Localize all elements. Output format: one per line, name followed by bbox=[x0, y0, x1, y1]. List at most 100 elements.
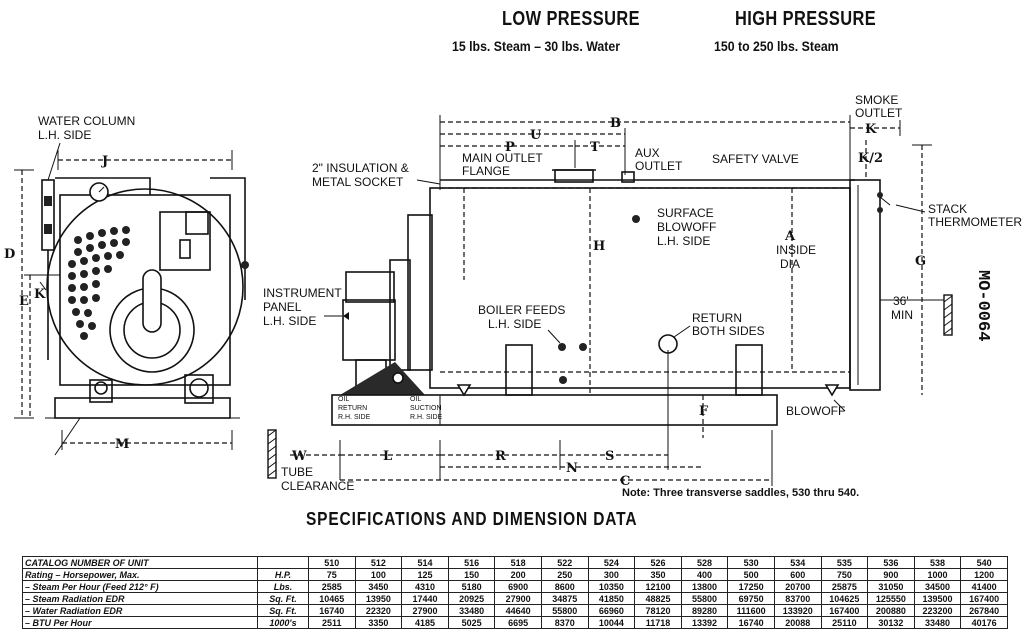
burner-motor bbox=[345, 271, 395, 303]
spec-cell: 139500 bbox=[913, 592, 962, 605]
label-instrument-panel: INSTRUMENT bbox=[263, 286, 342, 300]
boiler-diagram: J D E K M WATER COLUMN L.H. SIDE bbox=[4, 93, 1022, 493]
label-inside-dia: INSIDE bbox=[776, 243, 816, 257]
front-panel bbox=[59, 194, 231, 386]
spec-cell: 30132 bbox=[867, 616, 915, 629]
spec-cell: 11718 bbox=[634, 616, 682, 629]
label-36-min: 36' bbox=[893, 294, 909, 308]
spec-unit-header: 530 bbox=[727, 556, 775, 569]
label-oil-return-3: R.H. SIDE bbox=[338, 414, 371, 421]
spec-header-label: CATALOG NUMBER OF UNIT bbox=[22, 556, 258, 569]
spec-cell: 17440 bbox=[401, 592, 449, 605]
spec-unit-header: 524 bbox=[587, 556, 636, 569]
spec-cell: 41850 bbox=[587, 592, 636, 605]
spec-row-unit: Sq. Ft. bbox=[257, 604, 309, 617]
spec-row-label: – Water Radiation EDR bbox=[22, 604, 258, 617]
spec-cell: 13800 bbox=[680, 580, 729, 593]
spec-unit-header: 518 bbox=[494, 556, 542, 569]
spec-row-unit: Sq. Ft. bbox=[257, 592, 309, 605]
front-base bbox=[54, 397, 231, 419]
spec-cell: 8600 bbox=[540, 580, 589, 593]
spec-unit-header: 514 bbox=[401, 556, 449, 569]
spec-cell: 111600 bbox=[727, 604, 775, 617]
spec-cell: 40176 bbox=[960, 616, 1008, 629]
spec-cell: 34500 bbox=[913, 580, 962, 593]
saddle-note: Note: Three transverse saddles, 530 thru… bbox=[622, 487, 860, 499]
saddle-1 bbox=[505, 344, 533, 396]
high-pressure-subtitle: 150 to 250 lbs. Steam bbox=[714, 38, 839, 54]
front-view: J D E K M WATER COLUMN L.H. SIDE bbox=[4, 114, 249, 456]
spec-cell: 55800 bbox=[680, 592, 729, 605]
dim-s: S bbox=[605, 449, 614, 464]
dim-j: J bbox=[101, 154, 108, 169]
label-oil-return: OIL bbox=[338, 396, 349, 403]
spec-cell: 16740 bbox=[308, 604, 356, 617]
label-main-outlet: MAIN OUTLET bbox=[462, 151, 543, 165]
spec-cell: 104625 bbox=[820, 592, 869, 605]
label-36-min-2: MIN bbox=[891, 308, 913, 322]
spec-cell: 300 bbox=[587, 568, 636, 581]
spec-cell: 34875 bbox=[540, 592, 589, 605]
dim-k: K bbox=[865, 122, 877, 137]
low-pressure-title: LOW PRESSURE bbox=[502, 8, 640, 30]
spec-cell: 1200 bbox=[960, 568, 1008, 581]
dim-m: M bbox=[115, 437, 129, 452]
spec-cell: 25110 bbox=[820, 616, 869, 629]
feed-pump-right bbox=[189, 378, 209, 398]
spec-unit-header: 538 bbox=[913, 556, 962, 569]
label-water-column-side: L.H. SIDE bbox=[38, 128, 91, 142]
dim-c: C bbox=[620, 474, 630, 489]
spec-cell: 4185 bbox=[401, 616, 449, 629]
spec-cell: 69750 bbox=[727, 592, 775, 605]
spec-cell: 2511 bbox=[308, 616, 356, 629]
high-pressure-title: HIGH PRESSURE bbox=[735, 8, 877, 30]
tube-bank bbox=[68, 226, 130, 340]
label-boiler-feeds-2: L.H. SIDE bbox=[488, 317, 541, 331]
label-oil-suction-3: R.H. SIDE bbox=[410, 414, 443, 421]
spec-cell: 5025 bbox=[447, 616, 496, 629]
label-oil-suction: OIL bbox=[410, 396, 421, 403]
spec-cell: 125 bbox=[401, 568, 449, 581]
spec-cell: 167400 bbox=[820, 604, 869, 617]
spec-cell: 22320 bbox=[354, 604, 403, 617]
boiler-feed-1 bbox=[558, 343, 566, 351]
spec-cell: 13950 bbox=[354, 592, 403, 605]
front-plate bbox=[407, 214, 433, 371]
side-view: H A G F B U P T K K/2 W L R bbox=[263, 93, 1022, 493]
label-instrument-panel-3: L.H. SIDE bbox=[263, 314, 316, 328]
front-door-panel bbox=[159, 211, 211, 271]
spec-section-title: SPECIFICATIONS AND DIMENSION DATA bbox=[306, 509, 638, 529]
spec-cell: 8370 bbox=[540, 616, 589, 629]
spec-cell: 900 bbox=[867, 568, 915, 581]
spec-cell: 267840 bbox=[960, 604, 1008, 617]
spec-unit-header: 512 bbox=[354, 556, 403, 569]
spec-cell: 83700 bbox=[773, 592, 822, 605]
spec-row-label: – BTU Per Hour bbox=[22, 616, 258, 629]
smoke-stack bbox=[849, 179, 881, 391]
spec-cell: 25875 bbox=[820, 580, 869, 593]
spec-cell: 20700 bbox=[773, 580, 822, 593]
spec-unit-header: 510 bbox=[308, 556, 356, 569]
spec-cell: 33480 bbox=[447, 604, 496, 617]
spec-cell: 33480 bbox=[913, 616, 962, 629]
spec-cell: 125550 bbox=[867, 592, 915, 605]
label-return: RETURN bbox=[692, 311, 742, 325]
label-safety-valve: SAFETY VALVE bbox=[712, 152, 799, 166]
label-main-outlet-2: FLANGE bbox=[462, 164, 510, 178]
label-aux-outlet-2: OUTLET bbox=[635, 159, 683, 173]
spec-cell: 1000 bbox=[913, 568, 962, 581]
label-smoke-outlet-2: OUTLET bbox=[855, 106, 903, 120]
dim-f: F bbox=[699, 404, 709, 419]
feed-pump-left bbox=[94, 381, 108, 395]
spec-cell: 6695 bbox=[494, 616, 542, 629]
spec-cell: 20925 bbox=[447, 592, 496, 605]
spec-cell: 6900 bbox=[494, 580, 542, 593]
label-blowoff: BLOWOFF bbox=[786, 404, 845, 418]
spec-unit-header: 535 bbox=[820, 556, 869, 569]
spec-unit-header: 516 bbox=[447, 556, 496, 569]
dim-u: U bbox=[530, 128, 542, 143]
